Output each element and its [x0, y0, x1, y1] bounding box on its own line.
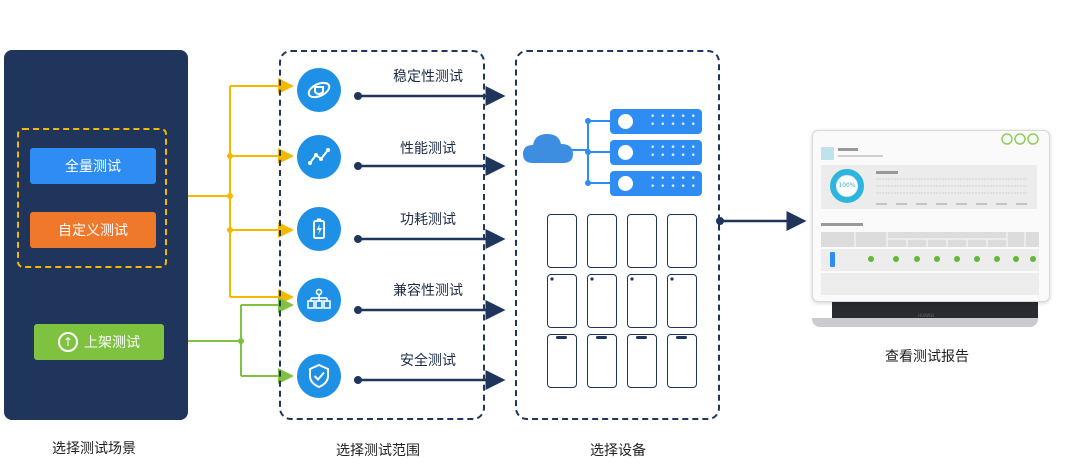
device-phone[interactable] [667, 274, 697, 328]
device-phone[interactable] [547, 214, 577, 268]
test-range-panel [279, 50, 485, 420]
device-phone[interactable] [627, 274, 657, 328]
shelf-test-button[interactable]: ↑ 上架测试 [34, 324, 164, 360]
range-item-label: 性能测试 [400, 141, 456, 157]
device-phone[interactable] [587, 214, 617, 268]
compatibility-icon[interactable] [297, 278, 341, 322]
cloud-icon [521, 131, 575, 169]
range-item-label: 稳定性测试 [393, 69, 463, 85]
performance-icon[interactable] [297, 135, 341, 179]
battery-icon[interactable] [297, 207, 341, 251]
full-test-button[interactable]: 全量测试 [30, 148, 156, 184]
stability-icon[interactable] [297, 68, 341, 112]
scenario-group-box [17, 128, 167, 268]
range-item-label: 兼容性测试 [393, 283, 463, 299]
device-phone[interactable] [667, 214, 697, 268]
scenario-to-range-connector [167, 78, 294, 305]
device-phone[interactable] [667, 334, 697, 388]
device-phone[interactable] [627, 214, 657, 268]
device-phone[interactable] [587, 334, 617, 388]
report-caption: 查看测试报告 [885, 349, 969, 365]
custom-test-button[interactable]: 自定义测试 [30, 212, 156, 248]
device-phone[interactable] [627, 334, 657, 388]
report-progress-label: 100% [838, 182, 856, 189]
device-phone[interactable] [547, 334, 577, 388]
device-caption: 选择设备 [590, 443, 646, 459]
range-to-device-arrows [358, 86, 506, 390]
laptop-base [812, 318, 1038, 327]
device-phone[interactable] [547, 274, 577, 328]
device-phone[interactable] [587, 274, 617, 328]
range-item-label: 安全测试 [400, 353, 456, 369]
server-unit: • • • • •• • • • • [610, 171, 702, 196]
scenario-caption: 选择测试场景 [52, 441, 136, 457]
range-item-label: 功耗测试 [400, 212, 456, 228]
shelf-test-label: 上架测试 [84, 335, 140, 351]
range-caption: 选择测试范围 [336, 443, 420, 459]
upload-icon: ↑ [58, 332, 78, 352]
laptop-hinge [832, 300, 1038, 318]
server-unit: • • • • •• • • • • [610, 140, 702, 165]
security-shield-icon[interactable] [297, 354, 341, 398]
laptop-brand: HUAWEI [917, 313, 935, 318]
server-unit: • • • • •• • • • • [610, 109, 702, 134]
test-report-screen[interactable]: 100% [812, 130, 1050, 302]
device-panel [515, 50, 720, 420]
